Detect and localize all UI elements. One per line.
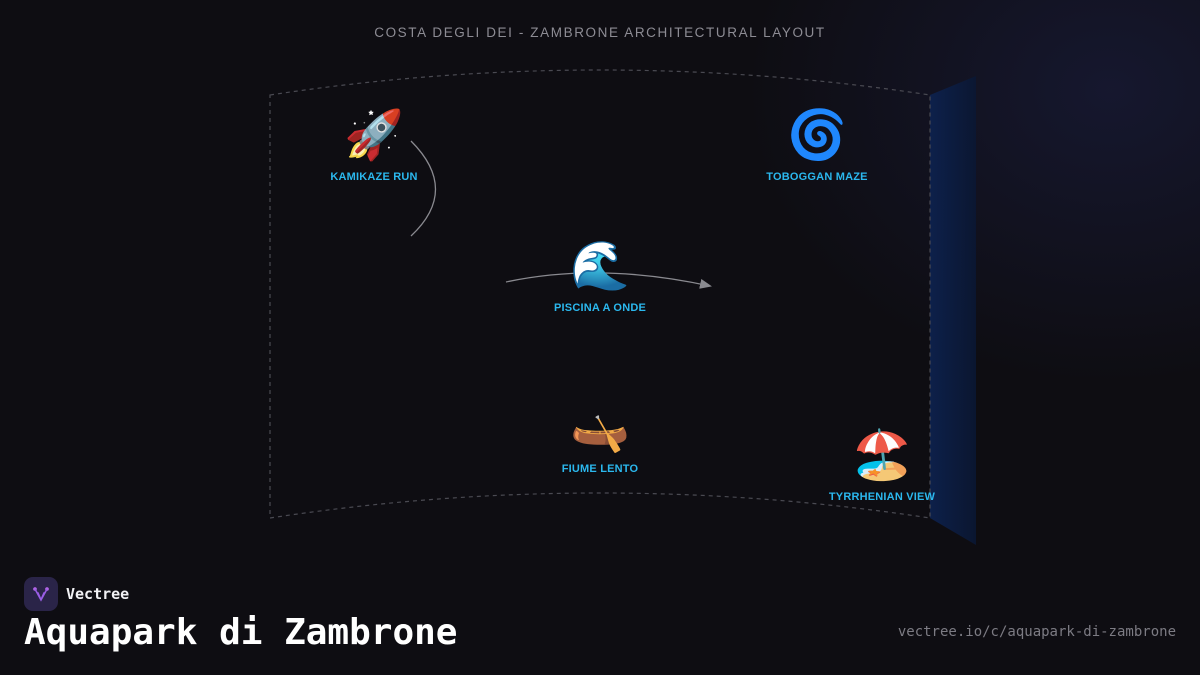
brand[interactable]: Vectree <box>24 577 129 611</box>
node-kamikaze-run: 🚀 KAMIKAZE RUN <box>284 107 464 183</box>
diagram-title: COSTA DEGLI DEI - ZAMBRONE ARCHITECTURAL… <box>374 25 826 40</box>
node-label: PISCINA A ONDE <box>553 302 647 314</box>
page-url-link[interactable]: vectree.io/c/aquapark-di-zambrone <box>897 624 1176 640</box>
node-fiume-lento: 🛶 FIUME LENTO <box>510 399 690 475</box>
brand-name: Vectree <box>66 585 130 603</box>
node-toboggan-maze: 🌀 TOBOGGAN MAZE <box>727 107 907 183</box>
wave-icon: 🌊 <box>570 238 630 294</box>
frame-side-panel <box>930 76 976 545</box>
node-label: TOBOGGAN MAZE <box>766 171 868 183</box>
node-label: FIUME LENTO <box>561 463 639 475</box>
node-tyrrhenian-view: 🏖️ TYRRHENIAN VIEW <box>792 427 972 503</box>
vectree-logo-icon <box>24 577 58 611</box>
node-label: TYRRHENIAN VIEW <box>828 491 936 503</box>
connector-kamikaze-curve <box>410 140 437 237</box>
connector-piscina-arrow <box>505 272 712 289</box>
canoe-icon: 🛶 <box>570 399 630 455</box>
page-title: Aquapark di Zambrone <box>24 612 458 653</box>
node-label: KAMIKAZE RUN <box>330 171 418 183</box>
beach-umbrella-icon: 🏖️ <box>852 427 912 483</box>
cyclone-icon: 🌀 <box>787 107 847 163</box>
frame-outline <box>269 69 931 519</box>
node-piscina-a-onde: 🌊 PISCINA A ONDE <box>510 238 690 314</box>
rocket-icon: 🚀 <box>344 107 404 163</box>
